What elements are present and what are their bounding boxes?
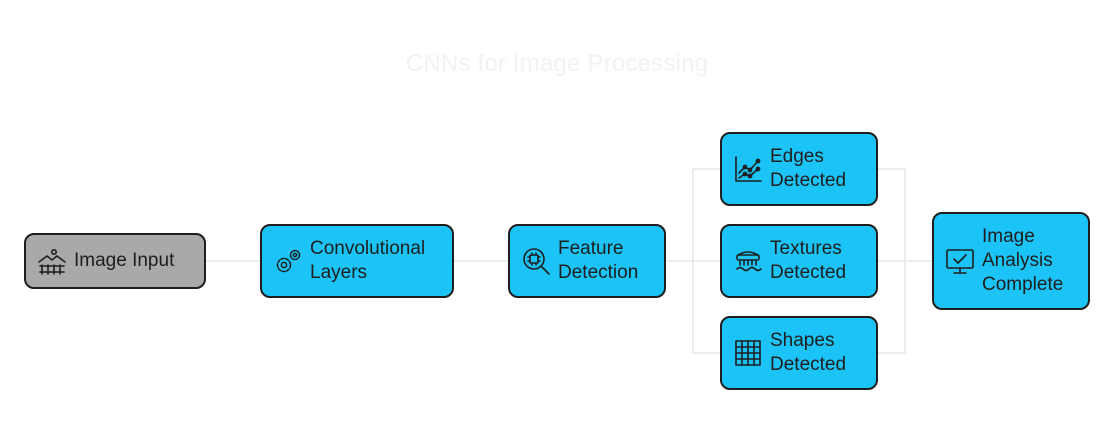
diagram-title: CNNs for Image Processing bbox=[405, 50, 709, 77]
node-label: Edges Detected bbox=[770, 146, 847, 191]
node-label: Convolutional Layers bbox=[310, 238, 426, 283]
line-chart-icon bbox=[732, 153, 764, 185]
node-image-analysis-complete[interactable]: Image Analysis Complete bbox=[932, 212, 1090, 310]
node-label: Feature Detection bbox=[558, 238, 639, 283]
chip-magnifier-icon bbox=[520, 245, 552, 277]
node-feature-detection[interactable]: Feature Detection bbox=[508, 224, 666, 298]
grid-icon bbox=[732, 337, 764, 369]
gears-icon bbox=[272, 245, 304, 277]
node-label: Image Analysis Complete bbox=[982, 226, 1064, 295]
node-label: Image Input bbox=[74, 250, 175, 271]
node-label: Textures Detected bbox=[770, 238, 847, 283]
landscape-image-icon bbox=[36, 245, 68, 277]
node-edges-detected[interactable]: Edges Detected bbox=[720, 132, 878, 206]
node-convolutional-layers[interactable]: Convolutional Layers bbox=[260, 224, 454, 298]
node-label: Shapes Detected bbox=[770, 330, 847, 375]
brush-texture-icon bbox=[732, 245, 764, 277]
node-textures-detected[interactable]: Textures Detected bbox=[720, 224, 878, 298]
monitor-check-icon bbox=[944, 245, 976, 277]
node-shapes-detected[interactable]: Shapes Detected bbox=[720, 316, 878, 390]
node-image-input[interactable]: Image Input bbox=[24, 233, 206, 289]
